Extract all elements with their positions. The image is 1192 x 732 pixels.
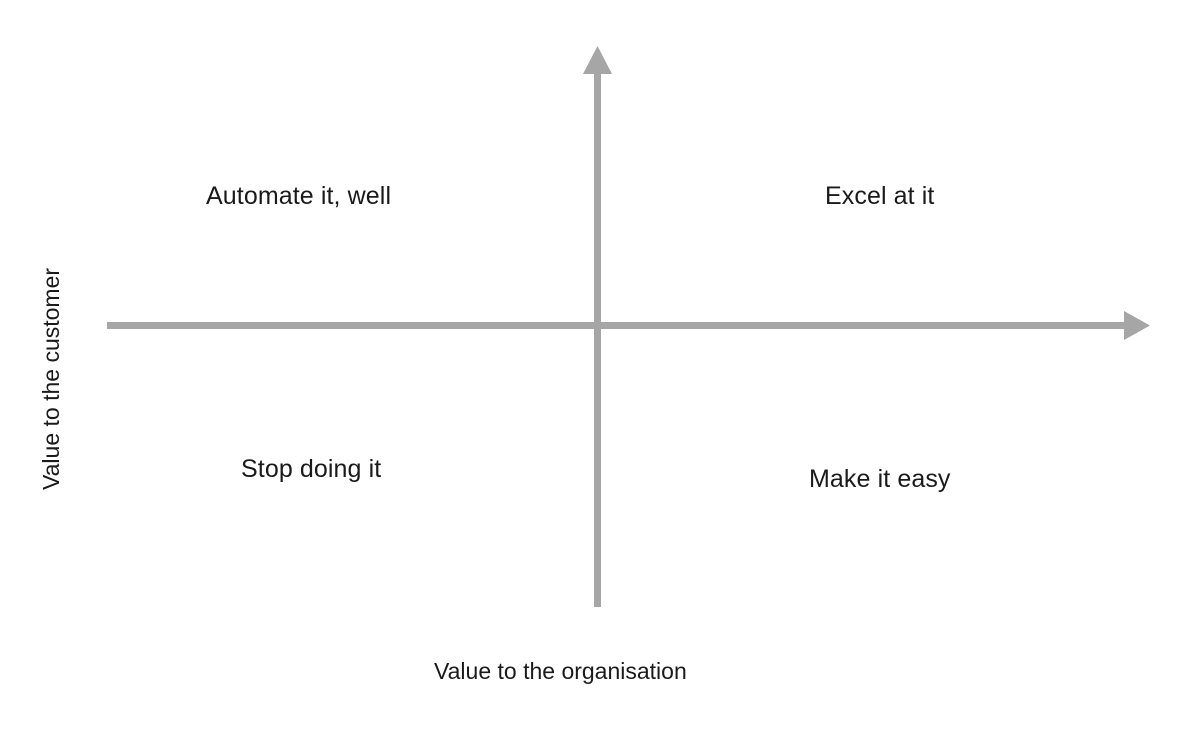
arrow-up-icon (583, 46, 612, 74)
quadrant-label-top-left: Automate it, well (206, 182, 392, 210)
arrow-right-icon (1124, 311, 1150, 340)
quadrant-label-bottom-left: Stop doing it (241, 455, 382, 483)
quadrant-label-bottom-right: Make it easy (809, 465, 951, 493)
y-axis-title: Value to the customer (38, 267, 64, 490)
x-axis-title: Value to the organisation (434, 658, 687, 684)
quadrant-label-top-right: Excel at it (825, 182, 935, 210)
